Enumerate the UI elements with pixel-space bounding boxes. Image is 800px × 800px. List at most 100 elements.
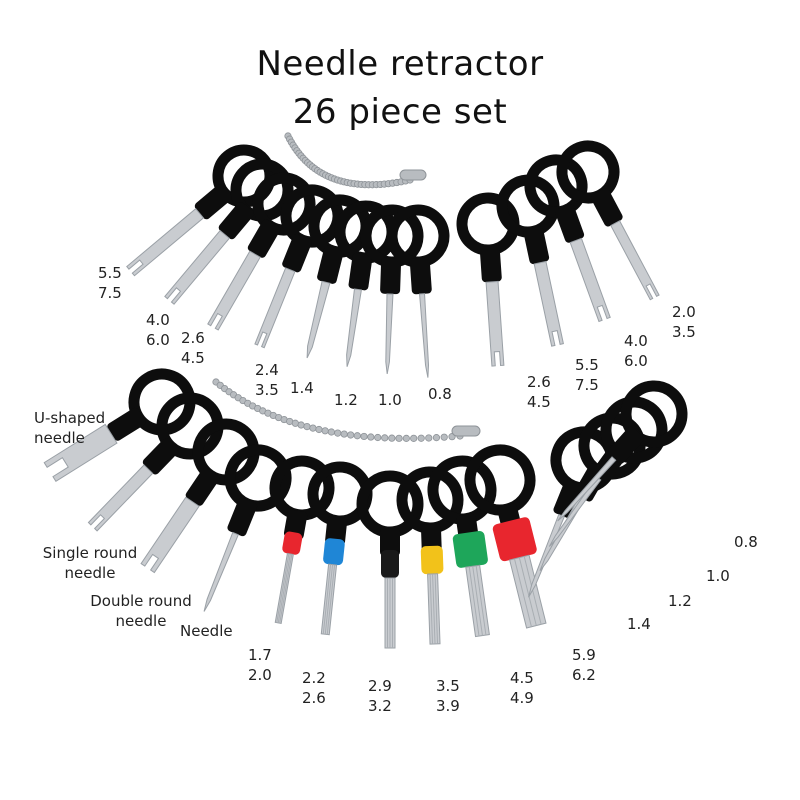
- retractor-tool: [203, 444, 292, 612]
- metal-tip: [43, 423, 118, 482]
- color-sleeve: [282, 531, 303, 555]
- tube-line: [277, 553, 291, 624]
- tube-line: [434, 573, 439, 644]
- tube-line: [432, 573, 436, 644]
- handle-neck: [185, 467, 220, 506]
- size-label: 1.2: [334, 391, 358, 409]
- chain-bead: [360, 432, 368, 441]
- handle-neck: [348, 252, 373, 291]
- retractor-tool: [464, 444, 547, 629]
- handle-neck: [590, 188, 623, 227]
- chain-bead: [297, 421, 305, 429]
- metal-tip: [548, 476, 602, 547]
- handle-neck: [555, 204, 585, 243]
- chain-bead: [388, 434, 396, 442]
- metal-tip: [306, 280, 331, 359]
- type-label-needle: Needle: [180, 622, 233, 640]
- chain-bead: [315, 425, 323, 434]
- handle-neck: [409, 257, 432, 295]
- tube-line: [322, 564, 332, 635]
- tube-line: [472, 566, 483, 636]
- retractor-tool: [557, 380, 688, 522]
- ring-handle: [464, 444, 536, 516]
- handle-neck: [420, 523, 442, 553]
- chain-bead: [440, 433, 448, 441]
- size-label: 1.4: [627, 615, 651, 633]
- chain-bead: [353, 432, 361, 440]
- handle-neck: [380, 257, 402, 295]
- type-label-u-shaped: U-shaped needle: [34, 409, 106, 447]
- title-line-2: 26 piece set: [292, 92, 508, 132]
- retractor-tool: [140, 418, 260, 574]
- metal-tip: [485, 280, 505, 367]
- metal-tip: [87, 464, 154, 532]
- retractor-tool: [556, 140, 660, 301]
- tube-line: [276, 553, 290, 623]
- handle-neck: [194, 184, 232, 220]
- retractor-tool: [87, 392, 224, 532]
- metal-tip: [140, 496, 200, 574]
- type-label-single-round: Single round needle: [42, 544, 138, 582]
- chain-bead: [395, 434, 403, 442]
- chain-bead: [340, 430, 348, 438]
- tube-line: [468, 566, 480, 637]
- retractor-tool: [396, 466, 464, 645]
- handle-neck: [317, 245, 344, 284]
- tube-line: [429, 574, 434, 645]
- chain-bead: [432, 434, 441, 442]
- handle-neck: [325, 516, 348, 546]
- handle-neck: [523, 226, 550, 265]
- size-label: 1.0: [706, 567, 730, 585]
- chain-clasp: [451, 425, 481, 437]
- metal-tip: [419, 293, 430, 378]
- chain-bead: [321, 427, 329, 435]
- chain-bead: [309, 424, 317, 432]
- retractor-tool: [524, 154, 611, 323]
- ring-handle: [524, 154, 588, 218]
- handle-neck: [282, 233, 312, 273]
- retractor-tool: [386, 204, 450, 378]
- size-label: 1.0: [378, 391, 402, 409]
- tube-line: [514, 558, 532, 627]
- retractor-tool: [427, 455, 497, 638]
- metal-tip: [557, 456, 617, 522]
- chain-bead: [303, 422, 311, 431]
- handle-neck: [107, 407, 146, 441]
- handle-neck: [142, 437, 179, 475]
- retractor-tool: [269, 455, 335, 625]
- metal-tip: [569, 237, 611, 323]
- handle-neck: [380, 528, 400, 556]
- metal-tip: [610, 220, 660, 301]
- metal-tip: [528, 513, 565, 598]
- size-label: 0.8: [428, 385, 452, 403]
- metal-tip: [164, 229, 231, 305]
- chain-bead: [347, 431, 355, 439]
- color-sleeve: [492, 517, 537, 562]
- type-label-double-round: Double round needle: [90, 592, 192, 630]
- retractor-tool: [360, 204, 424, 375]
- tube-line: [326, 564, 336, 635]
- color-sleeve: [452, 531, 488, 568]
- chain-bead: [367, 433, 375, 441]
- color-sleeve: [381, 550, 399, 578]
- metal-tip: [203, 531, 239, 612]
- metal-tip: [126, 207, 205, 277]
- tool-set: [43, 140, 688, 649]
- handle-neck: [608, 426, 644, 464]
- tube-line: [279, 554, 293, 624]
- size-label: 1.2: [668, 592, 692, 610]
- chain-bead: [402, 434, 410, 442]
- chain-bead: [327, 428, 335, 436]
- chain-bead: [374, 433, 382, 442]
- ring-handle: [427, 455, 497, 525]
- ball-chains: [212, 132, 481, 442]
